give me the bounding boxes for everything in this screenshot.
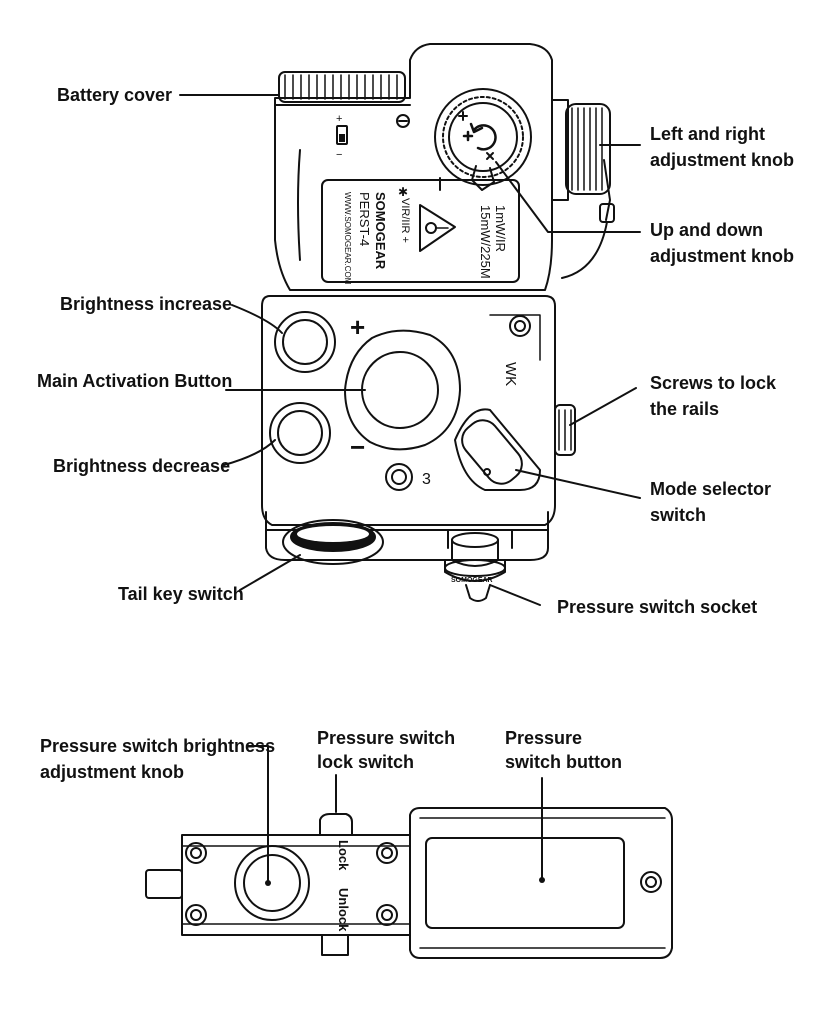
unlock-text: Unlock xyxy=(336,888,351,932)
rail-lock-screw xyxy=(554,404,576,456)
label-plate xyxy=(321,179,520,283)
control-panel-body xyxy=(261,295,556,526)
body-screw xyxy=(376,842,398,864)
device-spec-2-text: 15mW/225M xyxy=(478,205,493,279)
up-down-adjustment-knob xyxy=(434,88,532,191)
device-model-text: PERST-4 xyxy=(357,192,372,246)
label-ud-knob-line1: Up and down xyxy=(650,220,763,240)
plus-sign-text: + xyxy=(350,312,365,342)
pressure-switch-socket xyxy=(444,532,506,602)
sun-mark-icon: ✱ xyxy=(398,185,408,199)
label-main-activation: Main Activation Button xyxy=(37,371,232,391)
label-ps-brightness-line2: adjustment knob xyxy=(40,762,184,782)
label-ps-lock-line1: Pressure switch xyxy=(317,728,455,748)
pressure-switch-button xyxy=(425,837,625,929)
pressure-switch-connector xyxy=(145,869,183,899)
label-mode-line2: switch xyxy=(650,505,706,525)
body-screw xyxy=(640,871,662,893)
label-tail-key: Tail key switch xyxy=(118,584,244,604)
labels: Battery cover Left and right adjustment … xyxy=(37,85,794,782)
device-laser-line-text: VIR/IIR + xyxy=(399,198,411,243)
pressure-switch-top-view: Lock Unlock xyxy=(145,807,673,959)
callout-lines-top xyxy=(179,94,641,606)
label-pressure-socket: Pressure switch socket xyxy=(557,597,757,617)
label-brightness-increase: Brightness increase xyxy=(60,294,232,314)
panel-number-text: 3 xyxy=(422,471,431,488)
laser-device-front-view: + − SOMOGEAR PERST-4 WWW.SOMOGEAR.COM xyxy=(261,43,615,602)
socket-brand-text: SOMOGEAR xyxy=(451,577,493,584)
lock-text: Lock xyxy=(336,840,351,871)
device-brand-text: SOMOGEAR xyxy=(373,192,388,270)
label-ps-button-line1: Pressure xyxy=(505,728,582,748)
panel-screw-3 xyxy=(385,463,413,491)
battery-symbol-icon xyxy=(336,125,348,145)
label-ps-brightness-line1: Pressure switch brightness xyxy=(40,736,275,756)
device-spec-1-text: 1mW/IR xyxy=(493,205,508,252)
label-ud-knob-line2: adjustment knob xyxy=(650,246,794,266)
top-housing xyxy=(274,43,553,291)
lock-tab-top xyxy=(319,813,353,836)
pressure-switch-body xyxy=(181,807,673,959)
label-lr-knob-line2: adjustment knob xyxy=(650,150,794,170)
body-screw xyxy=(185,904,207,926)
top-screw xyxy=(396,114,410,128)
label-screws-line1: Screws to lock xyxy=(650,373,777,393)
pressure-brightness-knob xyxy=(234,845,310,921)
label-lr-knob-line1: Left and right xyxy=(650,124,765,144)
minus-sign-text: − xyxy=(350,432,365,462)
battery-plus-mark: + xyxy=(336,113,342,125)
brightness-decrease-button xyxy=(269,402,331,464)
body-rail xyxy=(265,511,549,561)
label-ps-lock-line2: lock switch xyxy=(317,752,414,772)
brightness-increase-button xyxy=(274,311,336,373)
label-mode-line1: Mode selector xyxy=(650,479,771,499)
lock-tab-bottom xyxy=(321,934,349,956)
label-ps-button-line2: switch button xyxy=(505,752,622,772)
label-brightness-decrease: Brightness decrease xyxy=(53,456,230,476)
left-right-adjustment-knob xyxy=(551,99,615,279)
body-screw xyxy=(185,842,207,864)
battery-cover-knob xyxy=(278,71,406,103)
battery-minus-mark: − xyxy=(336,149,342,161)
housing-groove xyxy=(297,149,301,261)
mode-mark-text: WK xyxy=(502,362,519,386)
laser-warning-icon xyxy=(419,204,456,252)
callout-lines-bottom xyxy=(247,745,543,884)
panel-screw-top-right xyxy=(509,315,531,337)
label-battery-cover: Battery cover xyxy=(57,85,172,105)
device-website-text: WWW.SOMOGEAR.COM xyxy=(343,192,352,285)
body-screw xyxy=(376,904,398,926)
mode-selector-switch xyxy=(454,408,541,491)
tail-key-switch xyxy=(282,519,384,565)
callout-dots xyxy=(265,877,545,886)
label-screws-line2: the rails xyxy=(650,399,719,419)
